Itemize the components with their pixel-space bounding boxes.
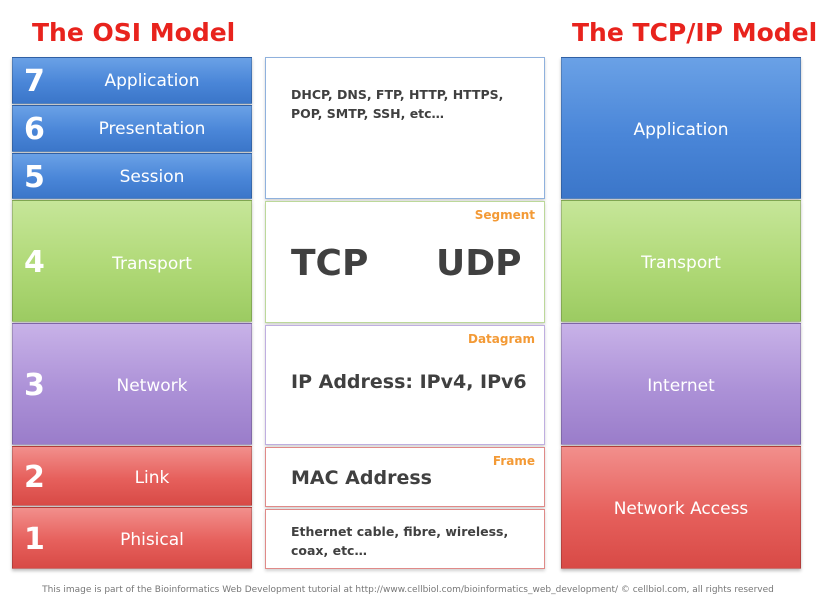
osi-layer-link: 2 Link	[12, 446, 252, 506]
physical-media: Ethernet cable, fibre, wireless, coax, e…	[291, 522, 508, 560]
osi-layer-physical: 1 Phisical	[12, 507, 252, 569]
layer-number: 2	[24, 460, 45, 495]
physical-media-box: Ethernet cable, fibre, wireless, coax, e…	[265, 509, 545, 569]
physical-media-line2: coax, etc…	[291, 543, 367, 558]
osi-layer-network: 3 Network	[12, 323, 252, 445]
tcpip-layer-network-access: Network Access	[561, 446, 801, 569]
copyright-footer: This image is part of the Bioinformatics…	[42, 585, 774, 595]
osi-layer-session: 5 Session	[12, 153, 252, 199]
application-protocols: DHCP, DNS, FTP, HTTP, HTTPS, POP, SMTP, …	[291, 85, 503, 123]
application-protocols-box: DHCP, DNS, FTP, HTTP, HTTPS, POP, SMTP, …	[265, 57, 545, 199]
layer-name: Internet	[647, 376, 715, 396]
tcp-protocol: TCP	[291, 243, 369, 284]
layer-name: Transport	[641, 253, 721, 273]
transport-protocols-box: Segment TCP UDP	[265, 201, 545, 323]
layer-name: Link	[134, 468, 170, 488]
layer-name: Phisical	[120, 530, 184, 550]
link-protocols-box: Frame MAC Address	[265, 447, 545, 507]
tcpip-layer-transport: Transport	[561, 200, 801, 322]
layer-name: Network	[116, 376, 188, 396]
ip-address-text: IP Address: IPv4, IPv6	[291, 371, 527, 393]
layer-name: Network Access	[613, 499, 749, 519]
layer-name: Transport	[112, 254, 192, 274]
layer-name: Session	[119, 167, 185, 187]
application-protocols-line2: POP, SMTP, SSH, etc…	[291, 106, 445, 121]
layer-number: 5	[24, 160, 45, 195]
layer-number: 4	[24, 245, 45, 280]
layer-name: Presentation	[98, 119, 206, 139]
layer-number: 7	[24, 64, 45, 99]
osi-model-title: The OSI Model	[32, 18, 236, 47]
tcpip-layer-application: Application	[561, 57, 801, 199]
layer-number: 3	[24, 368, 45, 403]
udp-protocol: UDP	[436, 243, 522, 284]
tcpip-layer-internet: Internet	[561, 323, 801, 445]
layer-number: 1	[24, 522, 45, 557]
mac-address-text: MAC Address	[291, 467, 432, 489]
osi-layer-application: 7 Application	[12, 57, 252, 104]
datagram-label: Datagram	[467, 332, 535, 346]
frame-label: Frame	[492, 454, 535, 468]
layer-number: 6	[24, 112, 45, 147]
osi-layer-transport: 4 Transport	[12, 200, 252, 322]
application-protocols-line1: DHCP, DNS, FTP, HTTP, HTTPS,	[291, 87, 504, 102]
physical-media-line1: Ethernet cable, fibre, wireless,	[291, 524, 509, 539]
tcpip-model-title: The TCP/IP Model	[572, 18, 816, 47]
layer-name: Application	[633, 120, 729, 140]
layer-name: Application	[104, 71, 200, 91]
network-protocols-box: Datagram IP Address: IPv4, IPv6	[265, 325, 545, 445]
segment-label: Segment	[474, 208, 535, 222]
osi-layer-presentation: 6 Presentation	[12, 105, 252, 152]
